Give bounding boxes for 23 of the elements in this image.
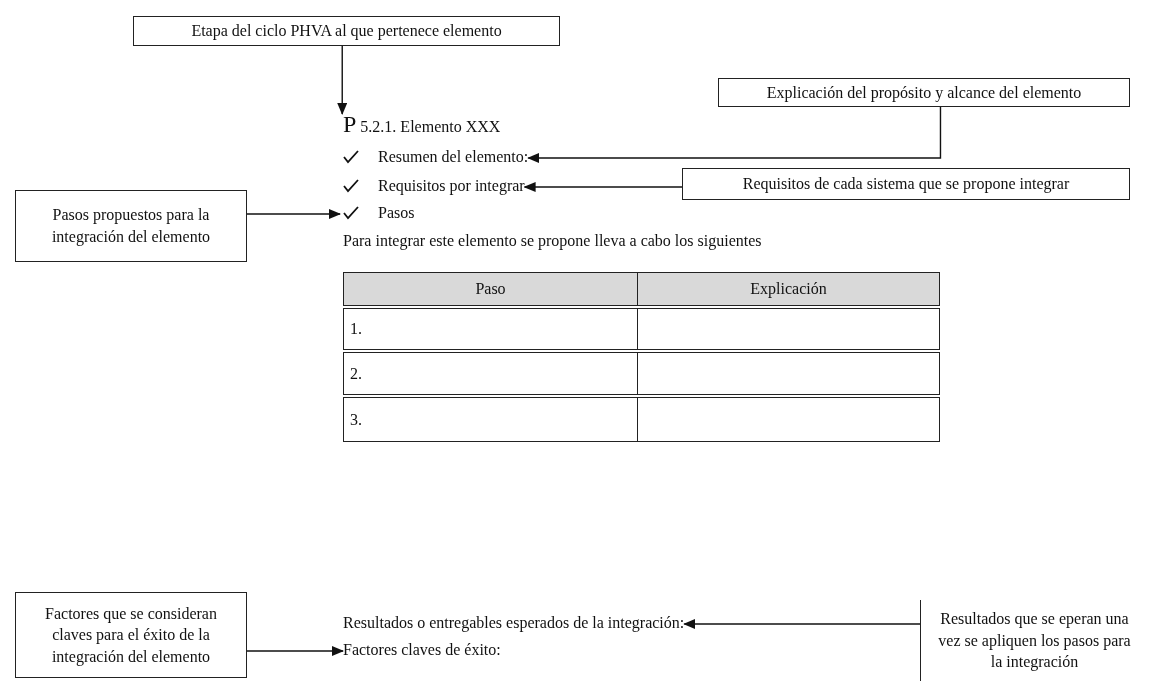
list-item-text: Pasos bbox=[378, 203, 415, 223]
arrow bbox=[683, 619, 921, 629]
annotation-box: Requisitos de cada sistema que se propone integrar bbox=[682, 168, 1130, 200]
table-cell: 2. bbox=[343, 352, 638, 395]
section-heading: P 5.2.1. Elemento XXX bbox=[343, 114, 501, 138]
arrow bbox=[246, 209, 341, 219]
field-label: Resultados o entregables esperados de la integración: bbox=[343, 613, 685, 635]
annotation-box: Etapa del ciclo PHVA al que pertenece elemento bbox=[133, 16, 560, 46]
body-text: Para integrar este elemento se propone lleva a cabo los siguientes bbox=[343, 231, 763, 252]
table-cell: 3. bbox=[343, 397, 638, 442]
arrow bbox=[523, 182, 683, 192]
table-cell: 1. bbox=[343, 308, 638, 350]
field-label: Factores claves de éxito: bbox=[343, 640, 501, 662]
annotation-box: Explicación del propósito y alcance del elemento bbox=[718, 78, 1130, 107]
list-item-text: Requisitos por integrar bbox=[378, 176, 525, 196]
annotation-box: Factores que se consideran claves para el éxito de la integración del elemento bbox=[15, 592, 247, 678]
list-item-text: Resumen del elemento: bbox=[378, 147, 529, 167]
arrow bbox=[527, 106, 942, 163]
annotation-box: Pasos propuestos para la integración del elemento bbox=[15, 190, 247, 262]
arrow bbox=[246, 646, 344, 656]
table-header-cell: Paso bbox=[343, 272, 638, 306]
table-header-cell: Explicación bbox=[637, 272, 940, 306]
arrow bbox=[337, 45, 348, 115]
